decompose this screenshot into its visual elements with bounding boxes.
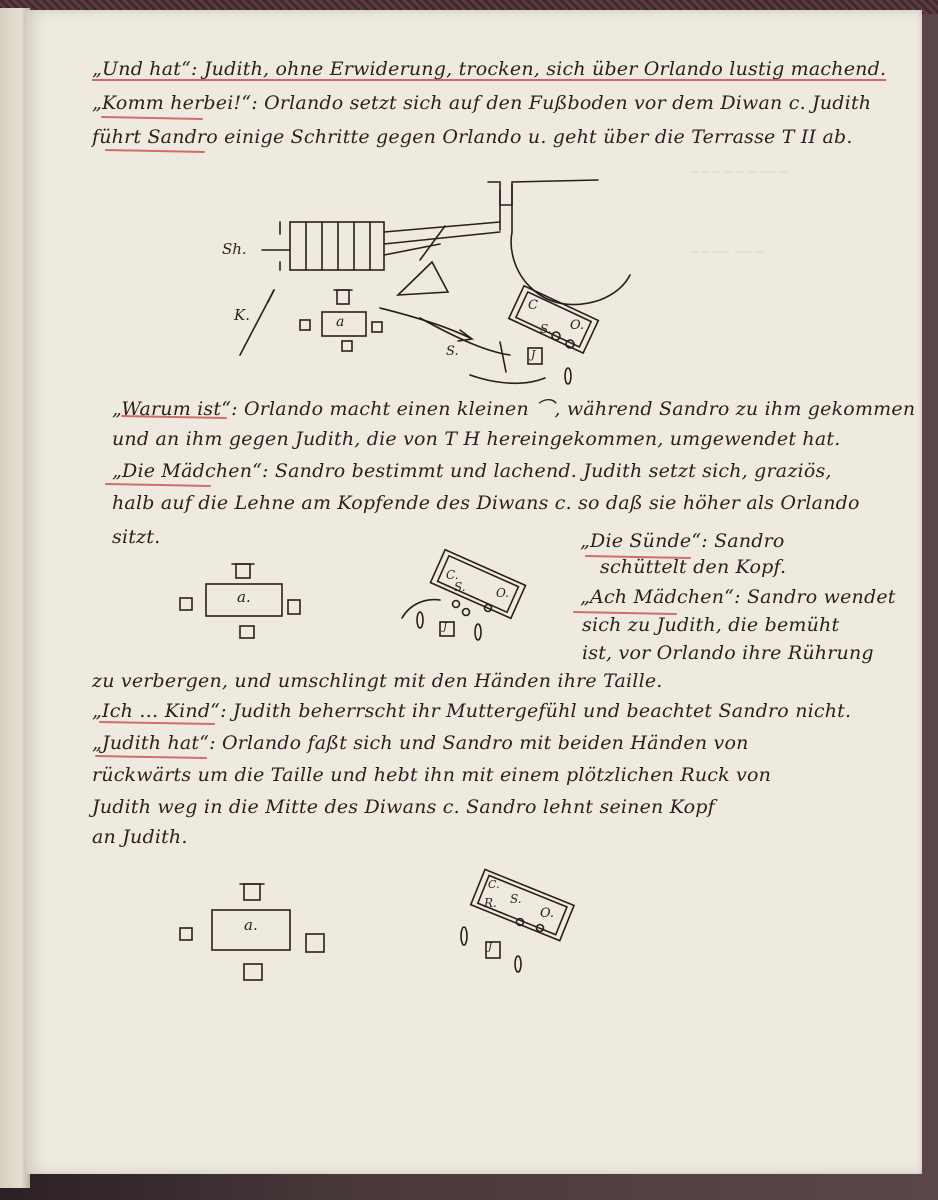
line-7: halb auf die Lehne am Kopfende des Diwan… — [112, 492, 860, 514]
line-3: führt Sandro einige Schritte gegen Orlan… — [92, 126, 853, 148]
sketch1-label-sh: Sh. — [222, 240, 247, 258]
line-12: sich zu Judith, die bemüht — [582, 614, 840, 636]
line-9: „Die Sünde“: Sandro — [580, 530, 785, 552]
line-15: „Ich … Kind“: Judith beherrscht ihr Mutt… — [92, 700, 852, 722]
line-18: Judith weg in die Mitte des Diwans c. Sa… — [92, 796, 715, 818]
line-1: „Und hat“: Judith, ohne Erwiderung, troc… — [92, 58, 887, 80]
line-13: ist, vor Orlando ihre Rührung — [582, 642, 874, 664]
line-2: „Komm herbei!“: Orlando setzt sich auf d… — [92, 92, 872, 114]
sketch1-label-j: J — [531, 348, 536, 361]
bleed-through-mark: ~~~~ ~~~ — [690, 245, 765, 259]
sketch2-label-s: S. — [454, 580, 466, 594]
sketch1-label-c: C — [528, 298, 538, 313]
line-10: schüttelt den Kopf. — [600, 556, 787, 578]
sketch3-label-c: C. — [488, 878, 500, 891]
bleed-through-mark: ~~~ ~~ ~~~~ — [690, 165, 789, 179]
line-8: sitzt. — [112, 526, 161, 548]
line-17: rückwärts um die Taille und hebt ihn mit… — [92, 764, 772, 786]
sketch3-label-o: O. — [540, 906, 555, 921]
sketch1-label-s-path: S. — [446, 344, 459, 359]
line-6: „Die Mädchen“: Sandro bestimmt und lache… — [112, 460, 832, 482]
manuscript-page — [26, 10, 922, 1174]
sketch1-label-s-diwan: S. — [540, 322, 552, 336]
previous-page-edge — [0, 8, 30, 1188]
sketch2-label-j: J — [443, 622, 448, 633]
line-16: „Judith hat“: Orlando faßt sich und Sand… — [92, 732, 749, 754]
sketch3-label-r: R. — [484, 896, 497, 910]
line-5: und an ihm gegen Judith, die von T H her… — [112, 428, 841, 450]
sketch1-label-o: O. — [570, 318, 585, 333]
sketch3-label-j: J — [488, 942, 493, 953]
sketch3-label-s: S. — [510, 892, 522, 906]
sketch2-label-c: C. — [446, 568, 459, 582]
line-19: an Judith. — [92, 826, 188, 848]
sketch2-label-o: O. — [496, 586, 509, 600]
sketch3-label-a: a. — [244, 916, 258, 934]
sketch2-label-a: a. — [237, 588, 251, 606]
sketch1-label-a: a — [336, 314, 345, 330]
line-14: zu verbergen, und umschlingt mit den Hän… — [92, 670, 663, 692]
sketch1-label-k: K. — [234, 306, 250, 324]
line-11: „Ach Mädchen“: Sandro wendet — [580, 586, 896, 608]
line-4: „Warum ist“: Orlando macht einen kleinen… — [112, 398, 916, 420]
